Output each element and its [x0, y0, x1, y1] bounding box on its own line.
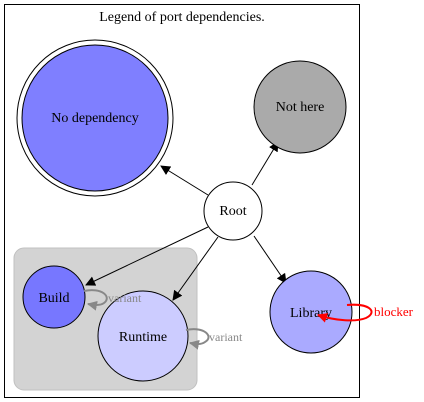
node-library: Library [269, 270, 353, 354]
edge-root-to-no-dependency [160, 165, 209, 196]
edge-root-to-runtime [172, 236, 219, 301]
edge-runtime-self-loop-label: variant [209, 330, 243, 344]
node-no-dependency: No dependency [16, 39, 174, 197]
edge-library-self-loop-label: blocker [374, 304, 414, 319]
diagram-title: Legend of port dependencies. [99, 10, 265, 25]
edge-build-self-loop [83, 289, 108, 311]
node-no-dependency-label: No dependency [51, 111, 138, 126]
node-runtime: Runtime [97, 290, 189, 382]
node-root: Root [203, 181, 263, 241]
node-not-here: Not here [253, 60, 347, 154]
node-not-here-label: Not here [276, 100, 325, 115]
node-runtime-label: Runtime [119, 330, 167, 345]
node-build: Build [22, 265, 86, 329]
node-library-label: Library [290, 306, 332, 321]
edge-root-to-build [85, 226, 209, 286]
edge-root-to-library [253, 235, 287, 284]
edge-build-self-loop-label: variant [108, 291, 142, 305]
node-root-label: Root [219, 204, 246, 219]
edge-library-self-loop [317, 303, 373, 323]
edge-root-to-not-here [251, 141, 279, 186]
edge-runtime-self-loop [185, 328, 210, 350]
node-build-label: Build [38, 291, 69, 306]
